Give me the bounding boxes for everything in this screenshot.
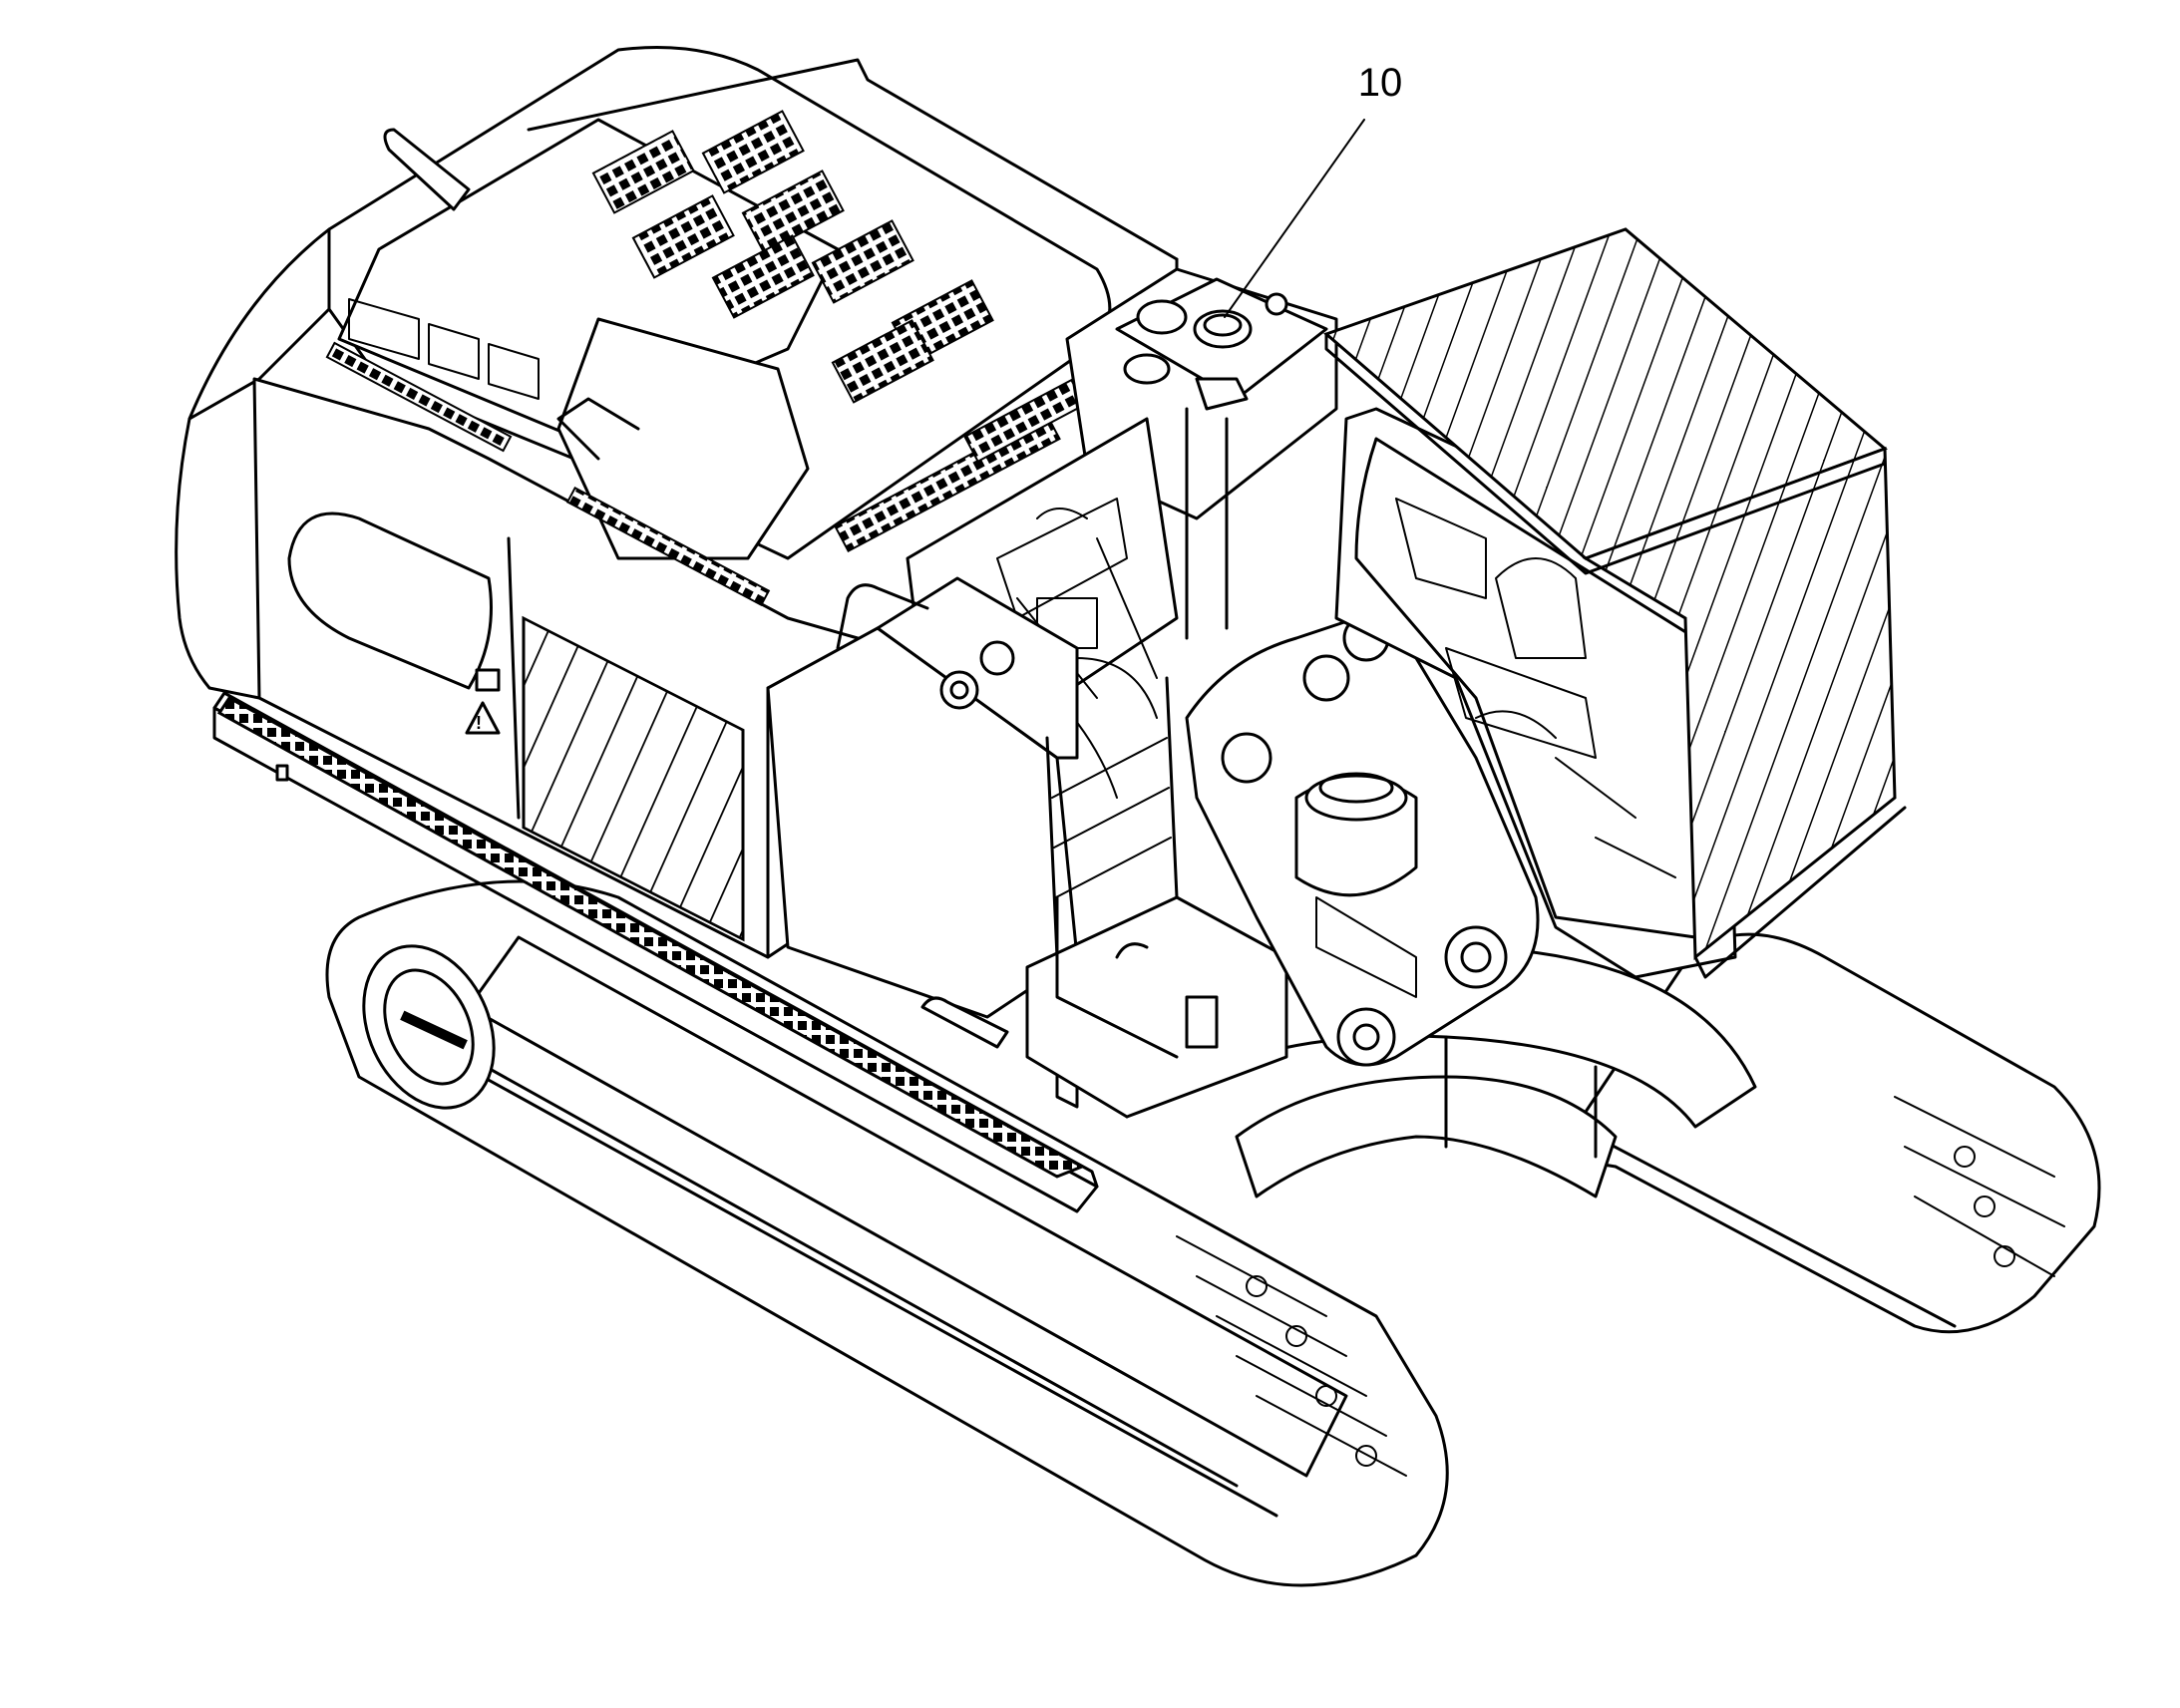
front-engine-cover bbox=[766, 576, 1079, 1109]
side-louvre bbox=[522, 615, 745, 942]
warning-triangle-icon bbox=[465, 701, 501, 735]
access-ladder bbox=[1045, 676, 1179, 959]
engine-hood bbox=[325, 46, 1191, 607]
right-track-shoes bbox=[1894, 1096, 2065, 1277]
service-platform bbox=[1065, 267, 1338, 640]
cab-guard bbox=[1323, 227, 1907, 979]
left-sprocket bbox=[362, 944, 496, 1110]
left-crawler-track bbox=[325, 879, 1449, 1587]
callout-10: 10 bbox=[1224, 61, 1403, 318]
svg-text:10: 10 bbox=[1358, 61, 1403, 105]
handrails bbox=[556, 397, 929, 650]
left-track-shoes bbox=[1176, 1235, 1407, 1477]
side-walkway bbox=[212, 691, 1099, 1213]
engine-compartment-side: ! bbox=[252, 377, 860, 959]
hydraulic-tank-filler-cap bbox=[1193, 309, 1253, 349]
svg-text:!: ! bbox=[476, 713, 482, 733]
